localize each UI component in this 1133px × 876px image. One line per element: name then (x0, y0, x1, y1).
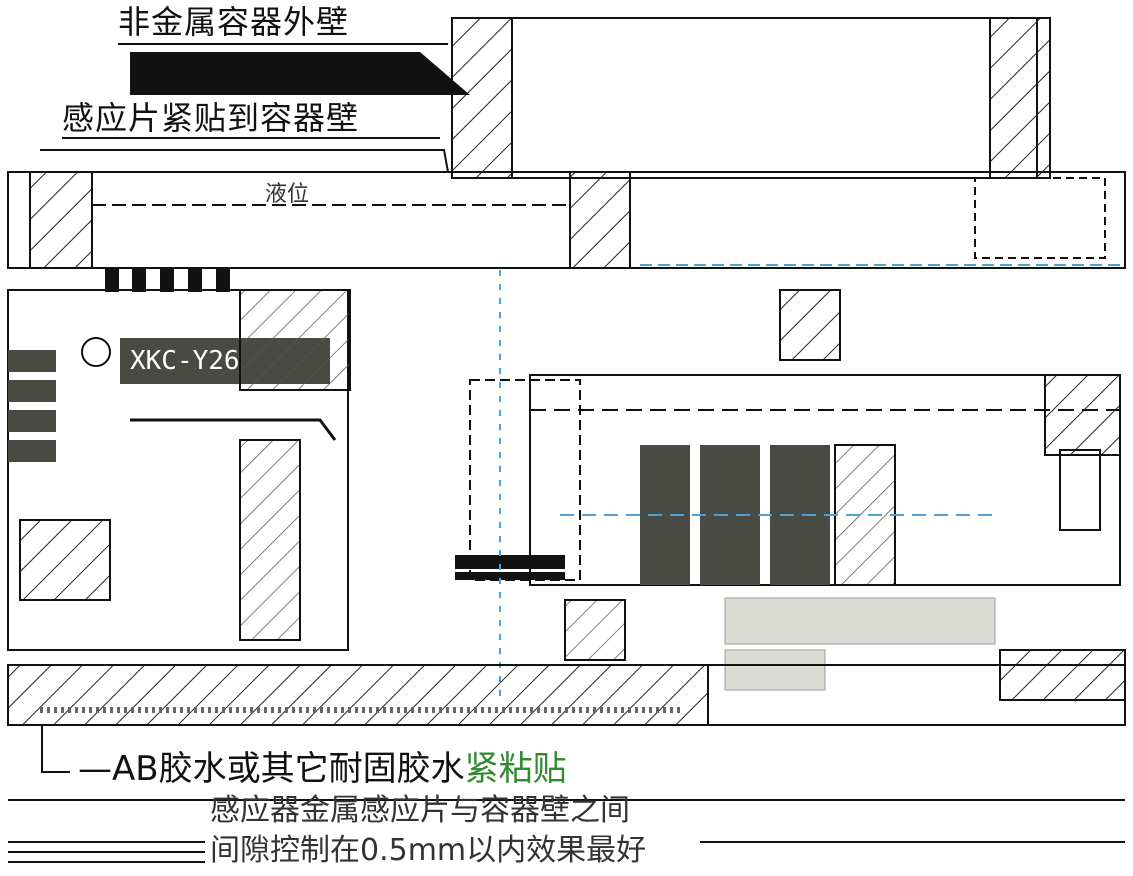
bottom-leaders (8, 725, 1125, 863)
base-plate (7, 664, 1126, 726)
label-outer-wall: 非金属容器外壁 (118, 3, 350, 41)
container-wall (451, 17, 1051, 179)
label-glue-highlight: 紧粘贴 (464, 749, 567, 789)
wall-right-hatch (989, 17, 1051, 179)
sensor-body (7, 289, 351, 651)
label-liquid: 液位 (265, 182, 310, 207)
label-model: XKC-Y26 (130, 346, 240, 376)
label-glue-text: AB胶水或其它耐固胶水 (112, 749, 465, 789)
sensor-head (455, 270, 581, 700)
label-gap-line2: 间隙控制在0.5mm以内效果最好 (210, 833, 647, 868)
connector-pins (105, 268, 230, 292)
sensor-housing-top (7, 171, 1126, 269)
label-glue: —AB胶水或其它耐固胶水紧粘贴 (78, 749, 567, 789)
leader-arrow-1 (130, 52, 470, 95)
label-sensor-contact: 感应片紧贴到容器壁 (62, 99, 360, 137)
ce-mark-icon (81, 337, 111, 367)
wall-left-hatch (451, 17, 513, 179)
sensor-face-plate (564, 597, 1126, 701)
label-gap-line1: 感应器金属感应片与容器壁之间 (210, 793, 630, 828)
container-outline (451, 17, 1038, 179)
label-leaders (40, 43, 470, 173)
sensor-right-block (529, 289, 1121, 586)
